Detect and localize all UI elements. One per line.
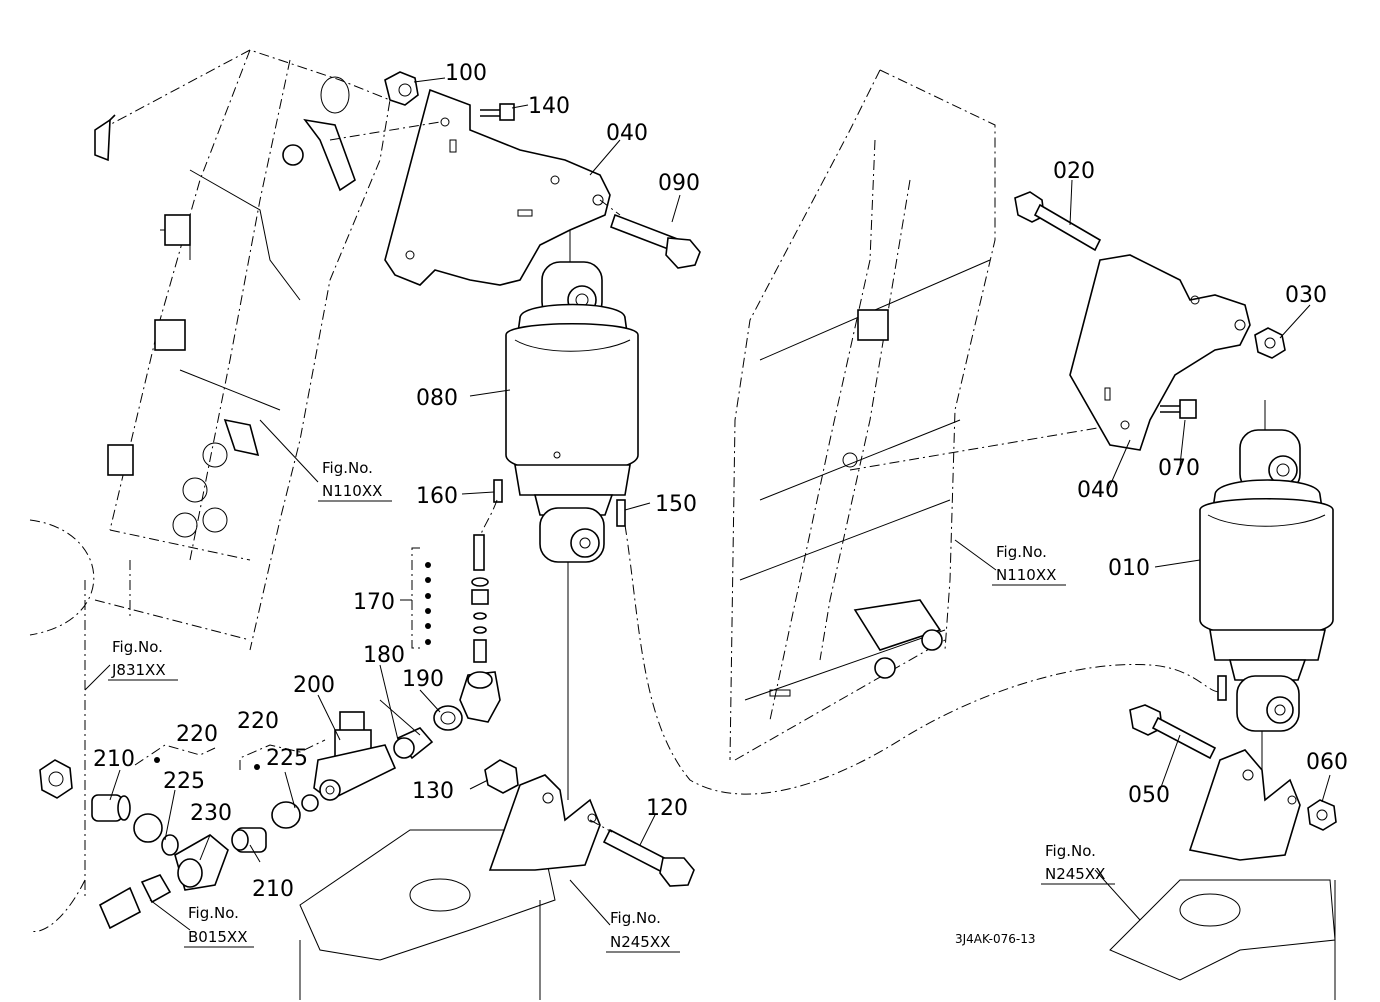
air-hose-line: [624, 524, 1226, 795]
svg-text:B015XX: B015XX: [188, 928, 247, 946]
callout-210-bottom: 210: [252, 877, 294, 902]
figref-n245-right: Fig.No. N245XX: [1041, 842, 1115, 885]
svg-text:Fig.No.: Fig.No.: [322, 459, 373, 477]
bolt-120: [589, 819, 695, 887]
fittings-row-left: [39, 759, 319, 930]
bracket-040-right: [1069, 254, 1251, 451]
svg-text:Fig.No.: Fig.No.: [188, 904, 239, 922]
figref-n110-right: Fig.No. N110XX: [992, 543, 1066, 586]
callout-060: 060: [1306, 750, 1348, 775]
svg-text:N245XX: N245XX: [610, 933, 670, 951]
connector-180: [379, 699, 434, 760]
lower-mount-left: [299, 774, 601, 1000]
nut-100: [384, 71, 419, 106]
bolt-090: [599, 199, 701, 269]
drawing-code: 3J4AK-076-13: [955, 932, 1035, 946]
callout-080: 080: [416, 386, 458, 411]
callout-140: 140: [528, 94, 570, 119]
figure-references: Fig.No. N110XX Fig.No. N110XX Fig.No. J8…: [108, 459, 1115, 953]
air-spring-010: [1199, 400, 1334, 770]
callout-040-right: 040: [1077, 478, 1119, 503]
nut-060: [1307, 799, 1337, 831]
figref-j831: Fig.No. J831XX: [108, 638, 178, 681]
bracket-040-left: [329, 88, 611, 286]
svg-text:Fig.No.: Fig.No.: [112, 638, 163, 656]
callout-030: 030: [1285, 283, 1327, 308]
callout-010: 010: [1108, 556, 1150, 581]
callout-210-top: 210: [93, 747, 135, 772]
callout-120: 120: [646, 796, 688, 821]
svg-text:N110XX: N110XX: [996, 566, 1056, 584]
callout-230: 230: [190, 801, 232, 826]
callout-200: 200: [293, 673, 335, 698]
kit-bracket-220-left: [134, 744, 216, 766]
bushing-130: [484, 759, 519, 794]
callout-130: 130: [412, 779, 454, 804]
callout-220-left: 220: [176, 722, 218, 747]
callout-labels: 100 140 040 090 080 160 150 170 180 190 …: [93, 61, 1348, 902]
nut-030: [1254, 327, 1286, 359]
callout-170: 170: [353, 590, 395, 615]
callout-220-right: 220: [237, 709, 279, 734]
bolt-050: [1129, 704, 1217, 760]
valve-200: [313, 711, 397, 801]
svg-text:Fig.No.: Fig.No.: [610, 909, 661, 927]
bolt-020: [1014, 191, 1102, 252]
kit-dot-right: [254, 764, 260, 770]
callout-040-left: 040: [606, 121, 648, 146]
clamp-190: [433, 705, 463, 731]
callout-150: 150: [655, 492, 697, 517]
callout-050: 050: [1128, 783, 1170, 808]
svg-text:Fig.No.: Fig.No.: [1045, 842, 1096, 860]
callout-070: 070: [1158, 456, 1200, 481]
callout-090: 090: [658, 171, 700, 196]
bolt-140: [480, 103, 515, 121]
lower-mount-right: [1109, 749, 1336, 1000]
left-frame-structure: [29, 49, 391, 933]
svg-text:Fig.No.: Fig.No.: [996, 543, 1047, 561]
callout-225-right: 225: [266, 746, 308, 771]
svg-text:J831XX: J831XX: [111, 661, 166, 679]
callout-020: 020: [1053, 159, 1095, 184]
callout-180: 180: [363, 643, 405, 668]
air-spring-080: [493, 230, 639, 800]
svg-text:N110XX: N110XX: [322, 482, 382, 500]
bolt-070: [1160, 399, 1197, 419]
figref-n110-left: Fig.No. N110XX: [318, 459, 392, 502]
figref-b015: Fig.No. B015XX: [184, 904, 254, 948]
figref-n245-mid: Fig.No. N245XX: [606, 909, 680, 953]
callout-160: 160: [416, 484, 458, 509]
kit-bracket-220-right: [239, 739, 326, 770]
leader-lines: [84, 77, 1331, 931]
svg-text:N245XX: N245XX: [1045, 865, 1105, 883]
callout-100: 100: [445, 61, 487, 86]
kit-dot-left: [154, 757, 160, 763]
callout-225-left: 225: [163, 769, 205, 794]
right-frame-structure: [729, 69, 1116, 761]
elbow-fitting: [459, 671, 501, 723]
callout-190: 190: [402, 667, 444, 692]
fitting-kit-170: [400, 534, 489, 663]
